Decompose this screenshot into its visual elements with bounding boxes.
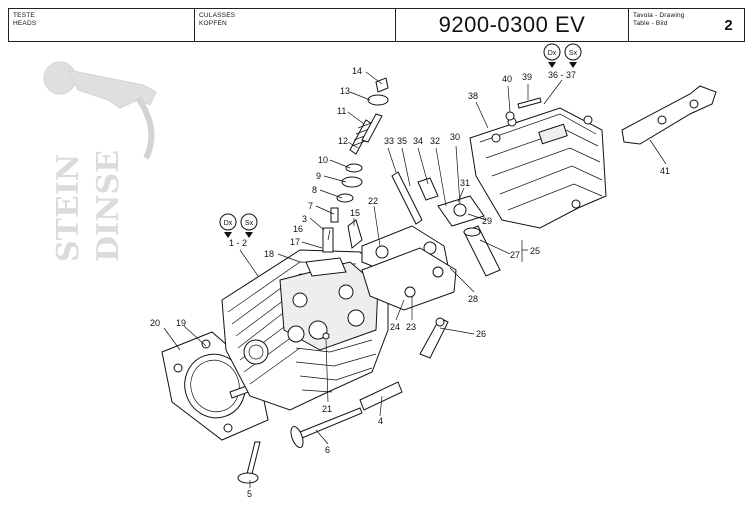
callout-26: 26 xyxy=(476,329,486,339)
callout-30: 30 xyxy=(450,132,460,142)
cover-screw xyxy=(517,97,542,109)
cover-washer xyxy=(505,111,515,121)
callout-38: 38 xyxy=(468,91,478,101)
callout-23: 23 xyxy=(406,322,416,332)
push-rod xyxy=(391,171,423,225)
callout-9: 9 xyxy=(316,171,321,181)
callout-7: 7 xyxy=(308,201,313,211)
watermark-dinse: DINSE xyxy=(91,150,126,262)
callout-24: 24 xyxy=(390,322,400,332)
callout-15: 15 xyxy=(350,208,360,218)
rocker-lever xyxy=(419,317,449,359)
callout-3: 3 xyxy=(302,214,307,224)
title-kopfen: KOPFEN xyxy=(199,20,227,27)
callout-6: 6 xyxy=(325,445,330,455)
table-label: Tavola - Drawing Table - Bild xyxy=(629,9,713,41)
marker-sx-left: Sx xyxy=(245,220,254,227)
title-culasses: CULASSES xyxy=(199,12,236,19)
title-heads: HEADS xyxy=(13,20,37,27)
callout-36-37: 36 - 37 xyxy=(548,70,576,80)
callout-39: 39 xyxy=(522,72,532,82)
callout-22: 22 xyxy=(368,196,378,206)
callout-18: 18 xyxy=(264,249,274,259)
callout-12: 12 xyxy=(338,136,348,146)
marker-dx-right: Dx xyxy=(548,50,557,57)
callout-40: 40 xyxy=(502,74,512,84)
callout-4: 4 xyxy=(378,416,383,426)
callout-41: 41 xyxy=(660,166,670,176)
callout-19: 19 xyxy=(176,318,186,328)
callout-11: 11 xyxy=(337,106,346,116)
callout-8: 8 xyxy=(312,185,317,195)
callout-10: 10 xyxy=(318,155,328,165)
callout-25: 25 xyxy=(530,246,540,256)
marker-dx-left: Dx xyxy=(224,220,233,227)
callout-21: 21 xyxy=(322,404,332,414)
callout-numbers: 3 4 5 6 7 8 9 10 11 12 13 14 15 16 17 18… xyxy=(150,66,670,499)
watermark-logo: STEIN DINSE xyxy=(43,61,157,262)
watermark-stein: STEIN xyxy=(51,154,86,262)
callout-20: 20 xyxy=(150,318,160,328)
callout-31: 31 xyxy=(460,178,470,188)
page-number: 2 xyxy=(724,16,733,34)
title-cell-left: TESTE HEADS xyxy=(9,9,195,41)
rocker-support xyxy=(361,225,457,311)
title-cell-middle: CULASSES KOPFEN xyxy=(195,9,396,41)
tappet xyxy=(417,177,439,201)
valve-cover xyxy=(469,107,607,229)
marker-sx-right: Sx xyxy=(569,50,578,57)
leader-lines xyxy=(163,71,667,488)
callout-27: 27 xyxy=(510,250,520,260)
callout-34: 34 xyxy=(413,136,423,146)
side-marker-left: Dx Sx 1 - 2 xyxy=(219,213,258,248)
cylinder-head xyxy=(221,249,389,411)
callout-1-2: 1 - 2 xyxy=(229,238,247,248)
callout-17: 17 xyxy=(290,237,300,247)
callout-29: 29 xyxy=(482,216,492,226)
valve-guide xyxy=(359,381,403,411)
cover-bracket xyxy=(621,85,717,145)
table-label-line1: Tavola - Drawing xyxy=(633,12,685,19)
valve-intake xyxy=(237,441,261,484)
drawing-code: 9200-0300 EV xyxy=(438,12,586,37)
title-teste: TESTE xyxy=(13,12,35,19)
drawing-code-cell: 9200-0300 EV xyxy=(396,9,629,41)
table-cell: Tavola - Drawing Table - Bild 2 xyxy=(629,9,744,41)
callout-28: 28 xyxy=(468,294,478,304)
callout-32: 32 xyxy=(430,136,440,146)
callout-16: 16 xyxy=(293,224,303,234)
callout-35: 35 xyxy=(397,136,407,146)
callout-13: 13 xyxy=(340,86,350,96)
title-block: TESTE HEADS CULASSES KOPFEN 9200-0300 EV… xyxy=(8,8,745,42)
callout-14: 14 xyxy=(352,66,362,76)
callout-33: 33 xyxy=(384,136,394,146)
valve-exhaust xyxy=(290,407,363,448)
side-marker-right: Dx Sx 36 - 37 xyxy=(543,43,582,80)
table-label-line2: Table - Bild xyxy=(633,20,668,27)
spark-plug xyxy=(347,219,363,249)
callout-5: 5 xyxy=(247,489,252,499)
